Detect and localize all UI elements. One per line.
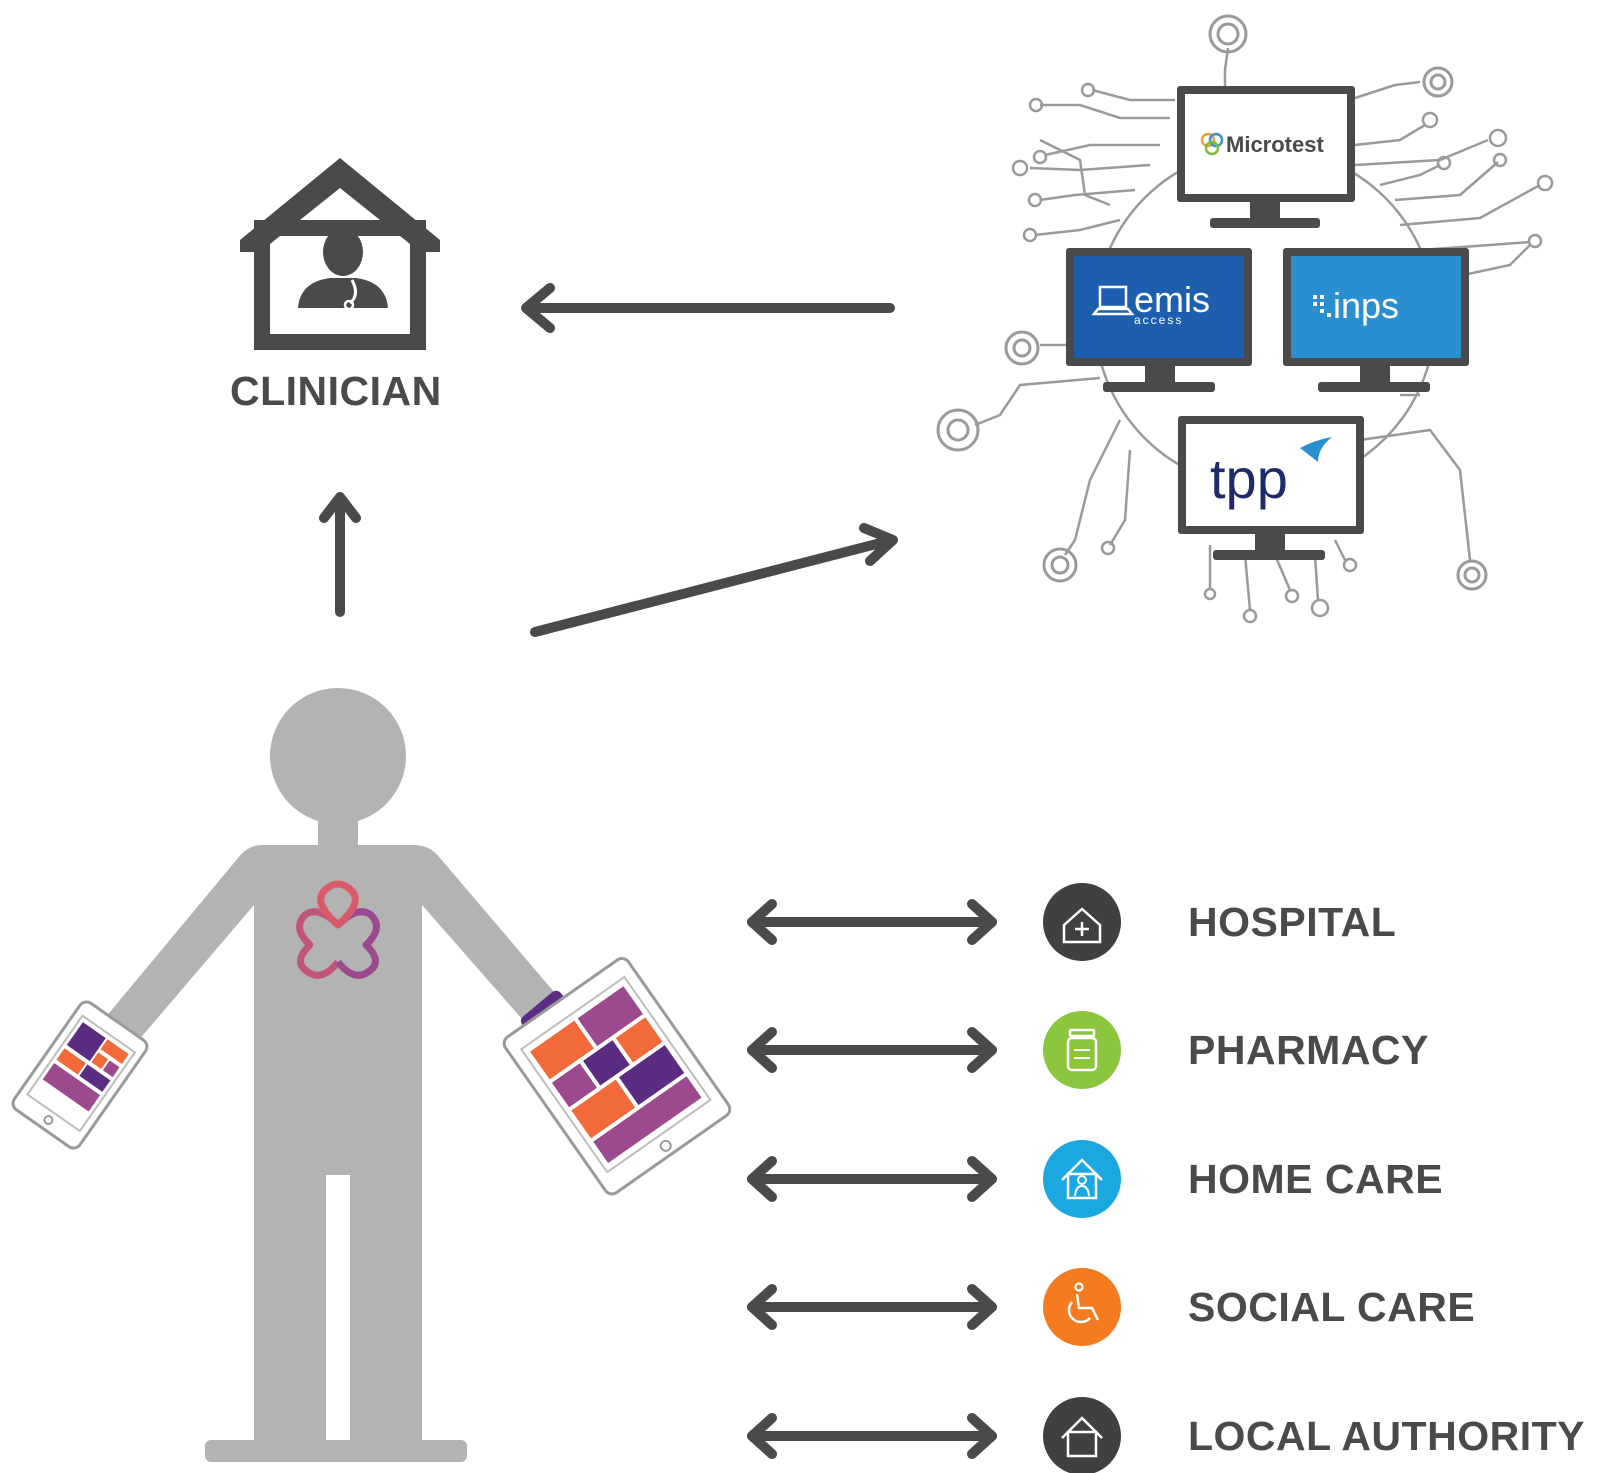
tablet-icon — [502, 957, 732, 1196]
tpp-bird-icon — [1300, 437, 1332, 462]
double-arrow-pharmacy — [747, 1027, 997, 1073]
inps-monitor: inps — [1283, 248, 1469, 392]
microtest-monitor: Microtest — [1177, 86, 1355, 228]
arrow-systems-to-clinician — [521, 283, 895, 333]
double-arrows — [747, 899, 997, 1459]
tpp-label: tpp — [1210, 447, 1288, 510]
hospital-icon — [1043, 883, 1121, 961]
microtest-logo-icon — [1200, 132, 1224, 156]
clinician-house-icon — [240, 158, 440, 350]
emis-label: emis — [1134, 279, 1210, 320]
emis-monitor: emis access — [1066, 248, 1252, 392]
microtest-label: Microtest — [1226, 132, 1324, 157]
service-label-social-care: SOCIAL CARE — [1188, 1284, 1476, 1330]
clinician-label: CLINICIAN — [230, 368, 442, 414]
tpp-monitor: tpp — [1178, 416, 1364, 560]
inps-label: inps — [1333, 285, 1399, 326]
patient-figure — [90, 688, 595, 1462]
wheelchair-icon — [1043, 1268, 1121, 1346]
circuit-board-lines — [936, 14, 1554, 624]
heart-cross-logo-icon — [296, 880, 380, 979]
double-arrow-hospital — [747, 899, 997, 945]
service-label-pharmacy: PHARMACY — [1188, 1027, 1429, 1073]
pharmacy-icon — [1043, 1011, 1121, 1089]
double-arrow-local-authority — [747, 1413, 997, 1459]
service-label-home-care: HOME CARE — [1188, 1156, 1444, 1202]
emis-access-label: access — [1134, 313, 1183, 327]
house-icon — [1043, 1397, 1121, 1473]
arrow-patient-to-clinician — [319, 492, 361, 617]
laptop-icon — [1091, 285, 1135, 316]
arrow-patient-to-systems — [530, 523, 898, 637]
inps-dots-icon — [1313, 295, 1331, 317]
home-care-icon — [1043, 1140, 1121, 1218]
service-label-hospital: HOSPITAL — [1188, 899, 1397, 945]
double-arrow-home-care — [747, 1156, 997, 1202]
service-label-local-authority: LOCAL AUTHORITY — [1188, 1413, 1585, 1459]
double-arrow-social-care — [747, 1284, 997, 1330]
smartphone-icon — [11, 1000, 149, 1150]
